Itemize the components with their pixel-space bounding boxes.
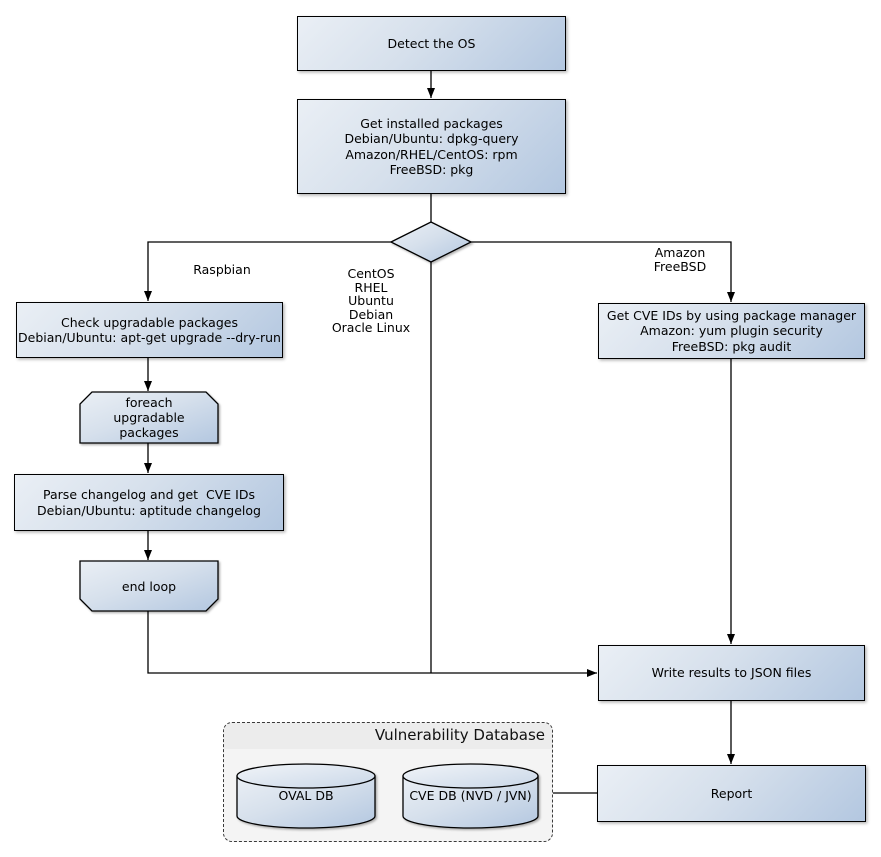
branch-label-raspbian: Raspbian [193, 262, 251, 277]
branch-label-linux-family: CentOS RHEL Ubuntu Debian Oracle Linux [331, 266, 411, 335]
vulnerability-database-title: Vulnerability Database [374, 726, 545, 744]
node-get-cve-ids: Get CVE IDs by using package manager Ama… [598, 303, 865, 359]
end-loop-label: end loop [121, 578, 177, 594]
node-get-installed-packages: Get installed packages Debian/Ubuntu: dp… [297, 99, 566, 194]
node-parse-changelog-label: Parse changelog and get CVE IDs Debian/U… [37, 487, 261, 518]
node-detect-os-label: Detect the OS [387, 35, 476, 51]
node-get-cve-ids-label: Get CVE IDs by using package manager Ama… [606, 307, 857, 354]
node-get-installed-packages-label: Get installed packages Debian/Ubuntu: dp… [344, 115, 519, 178]
os-decision-diamond [389, 221, 473, 263]
node-report: Report [597, 765, 866, 822]
connector-endloop-to-write-results [147, 611, 597, 677]
foreach-loop-label: foreach upgradable packages [113, 395, 185, 440]
node-write-results: Write results to JSON files [598, 645, 865, 701]
node-check-upgradable-packages-label: Check upgradable packages Debian/Ubuntu:… [18, 314, 281, 346]
vulnerability-database-titlebar [224, 723, 552, 749]
node-report-label: Report [710, 785, 753, 801]
node-parse-changelog: Parse changelog and get CVE IDs Debian/U… [14, 474, 284, 531]
node-detect-os: Detect the OS [297, 16, 566, 71]
oval-db-label: OVAL DB [278, 787, 334, 803]
cve-db-label: CVE DB (NVD / JVN) [409, 787, 532, 803]
node-check-upgradable-packages: Check upgradable packages Debian/Ubuntu:… [16, 302, 283, 358]
node-write-results-label: Write results to JSON files [651, 665, 812, 681]
branch-label-amazon-freebsd: Amazon FreeBSD [653, 245, 707, 274]
